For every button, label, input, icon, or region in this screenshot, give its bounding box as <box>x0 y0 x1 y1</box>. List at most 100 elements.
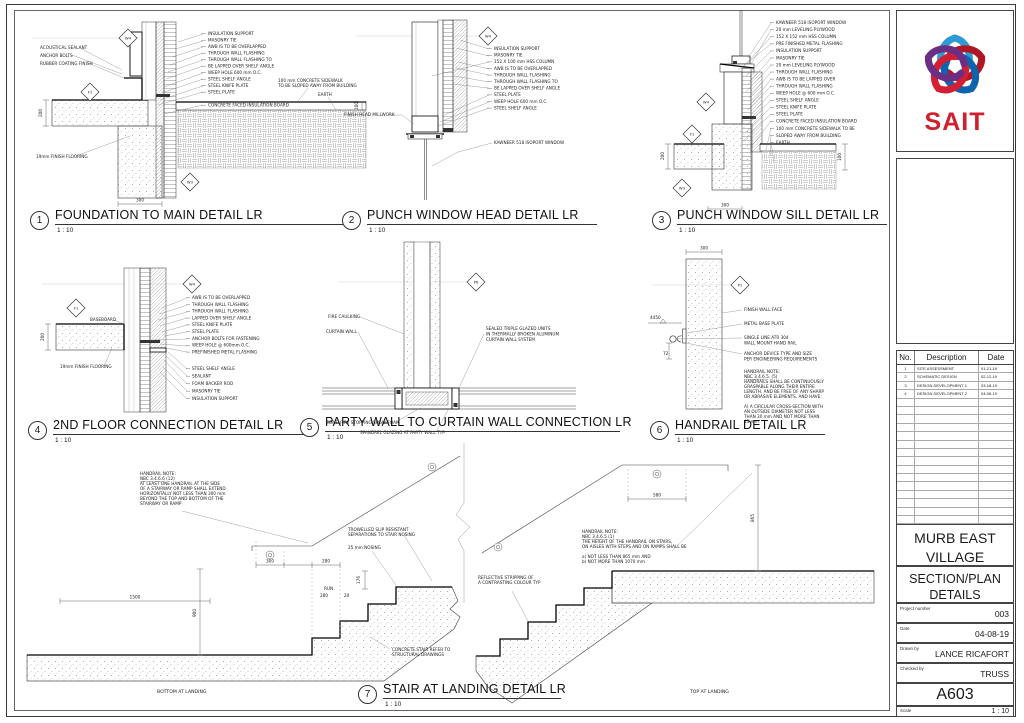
rev-date: 01-21-19 <box>981 366 998 371</box>
svg-text:900: 900 <box>192 609 197 617</box>
window-head-assembly <box>406 115 453 140</box>
svg-text:300: 300 <box>136 198 144 203</box>
annotation-line: A CONTRASTING COLOUR TYP <box>478 580 541 585</box>
annotation-line: TO BE SLOPED AWAY FROM BUILDING <box>277 83 357 88</box>
annotation-line: STEEL SHELF ANGLE <box>192 366 235 371</box>
stair-profile-left <box>26 586 461 682</box>
leader-lines <box>71 33 337 157</box>
sheet-border <box>6 4 1016 717</box>
svg-text:100: 100 <box>354 102 359 110</box>
annotation-line: THROUGH WALL FLASHING <box>191 302 249 307</box>
detail-title-text: PARTY WALL TO CURTAIN WALL CONNECTION LR <box>325 415 631 432</box>
wall-tag: F1 <box>80 82 100 102</box>
annotation-line: 20 mm LEVELING PLYWOOD <box>776 27 835 32</box>
annotation-line: 100 mm CONCRETE SIDEWALK TO BE <box>776 126 855 131</box>
checked-by-label: Checked by <box>900 666 924 671</box>
sheet-number: A603 <box>936 686 974 703</box>
leader-lines <box>390 39 493 167</box>
project-number-label: Project number <box>900 606 931 611</box>
annotation-line: a) NOT LESS THAN 865 mm AND <box>582 554 651 559</box>
annotation-line: LENGTH, AND BE FREE OF ANY SHARP <box>744 389 824 394</box>
detail-3-title: 3 PUNCH WINDOW SILL DETAIL LR 1 : 10 <box>652 208 887 234</box>
svg-text:200: 200 <box>660 152 665 160</box>
detail-number-badge: 2 <box>342 211 361 230</box>
note-left: HANDRAIL NOTE:NBC 3.4.6.6 (12)AT LEAST O… <box>140 471 226 506</box>
col-no: No. <box>897 351 915 364</box>
annotation-line: ACOUSTICAL SEALANT <box>40 45 88 50</box>
annotation-line: HANDRAIL NOTE: <box>140 471 176 476</box>
annotation-line: OF A STAIRWAY OR RAMP SHALL EXTEND <box>140 486 226 491</box>
annotation-line: WEEP HOLE 600 mm O.C. <box>208 70 262 75</box>
detail-title-text: HANDRAIL DETAIL LR <box>675 418 825 435</box>
svg-text:280: 280 <box>322 559 330 564</box>
handrail-right <box>481 464 729 554</box>
detail-number-badge: 3 <box>652 211 671 230</box>
svg-text:20: 20 <box>344 593 350 598</box>
wall-tag: P1 <box>730 275 750 295</box>
wall-assembly <box>437 19 468 133</box>
detail-scale: 1 : 10 <box>677 437 694 444</box>
annotation-line: AWB IS TO BE OVERLAPPED <box>494 66 552 71</box>
annotation-line: AWB IS TO BE LAPPED OVER <box>776 76 836 81</box>
wall-assembly <box>124 21 177 199</box>
rev-no: 2 <box>897 373 915 381</box>
detail-5-drawing: P6 FIRE CAULKING CURTAIN WALL SEALED TRI… <box>322 241 576 435</box>
nosing-note: 25 mm NOSING <box>348 545 381 550</box>
wall-tag: W4 <box>182 274 202 294</box>
table-row-empty <box>897 465 1013 475</box>
detail-5-title: 5 PARTY WALL TO CURTAIN WALL CONNECTION … <box>300 415 631 441</box>
annotation-line: THROUGH WALL FLASHING TO <box>493 79 558 84</box>
base-plate-note: METAL BASE PLATE <box>744 321 784 326</box>
annotation-line: CONCRETE FACED INSULATION BOARD <box>776 119 857 124</box>
rev-no: 3 <box>897 381 915 390</box>
annotation-line: THROUGH WALL FLASHING <box>775 83 833 88</box>
curtain-wall-band <box>322 387 576 410</box>
annotation-line: IN THERMALLY BROKEN ALUMINUM <box>486 331 559 336</box>
svg-text:W3: W3 <box>187 179 194 184</box>
handrail-left <box>251 455 461 560</box>
wall-tag: F1 <box>682 124 702 144</box>
leader-lines <box>103 297 188 400</box>
wall-tag: W4 <box>696 92 716 112</box>
table-row-empty <box>897 499 1013 508</box>
annotation-line: STEEL KNIFE PLATE <box>776 105 817 110</box>
detail-scale: 1 : 10 <box>369 227 386 234</box>
annotation-line: ON AISLES WITH STEPS AND ON RAMPS SHALL … <box>582 544 687 549</box>
earth-hatch <box>177 109 367 169</box>
col-date: Date <box>987 353 1005 362</box>
annotation-line: INSULATION SUPPORT <box>776 48 822 53</box>
rev-date: 03-18-19 <box>981 382 998 388</box>
fire-caulking-note: FIRE CAULKING <box>328 314 360 319</box>
date-field: Date 04-08-19 <box>896 623 1014 643</box>
table-row-empty <box>897 490 1013 500</box>
window-mullion <box>731 10 751 65</box>
floor-note: 19mm FINISH FLOORING <box>60 364 112 369</box>
svg-text:280: 280 <box>320 593 328 598</box>
leader-lines <box>737 22 775 163</box>
svg-text:RUN: RUN <box>324 586 333 591</box>
annotation-line: BE LAPPED OVER SHELF ANGLE <box>208 64 274 69</box>
detail-title-text: PUNCH WINDOW HEAD DETAIL LR <box>367 208 597 225</box>
svg-text:F1: F1 <box>690 131 695 136</box>
note-right: HANDRAIL NOTE:NBC 3.4.6.5 (1)THE HEIGHT … <box>581 529 687 564</box>
annotation-line: STEEL SHELF ANGLE <box>208 77 251 82</box>
dimension: 200 300 100 <box>38 99 365 207</box>
annotation-line: BE LAPPED OVER SHELF ANGLE <box>494 86 560 91</box>
reflective-leader <box>511 590 529 622</box>
annotation-line: STEEL PLATE <box>208 90 235 95</box>
table-row: 4 DESIGN DEVELOPMENT 2 04-08-19 <box>897 390 1013 399</box>
spandrel-note: SPANDREL GLAZING AT PARTY WALL TYP <box>360 430 445 435</box>
rev-description: DESIGN DEVELOPMENT 2 <box>915 390 979 398</box>
millwork-note: FINISH HEAD MILLWORK <box>344 112 395 117</box>
table-row-empty <box>897 448 1013 458</box>
table-row-empty <box>897 415 1013 424</box>
detail-scale: 1 : 10 <box>55 437 72 444</box>
checked-by-value: TRUSS <box>980 669 1009 679</box>
annotation-line: STEEL PLATE <box>494 92 521 97</box>
detail-4-title: 4 2ND FLOOR CONNECTION DETAIL LR 1 : 10 <box>28 418 308 444</box>
